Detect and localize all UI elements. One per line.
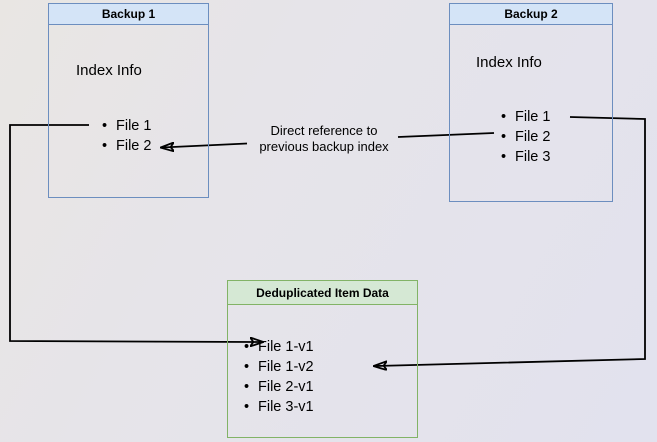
file-item: File 2 — [501, 127, 550, 147]
file-item: File 1-v1 — [244, 337, 314, 357]
file-item: File 3 — [501, 147, 550, 167]
backup2-box: Backup 2 Index Info File 1File 2File 3 — [449, 3, 613, 202]
backup2-title: Backup 2 — [504, 7, 558, 21]
backup1-title: Backup 1 — [101, 7, 156, 21]
backup2-header: Backup 2 — [450, 4, 612, 25]
file-item: File 2-v1 — [244, 377, 314, 397]
file-item: File 2 — [102, 136, 151, 156]
backup1-header: Backup 1 — [49, 4, 208, 25]
file-item: File 3-v1 — [244, 397, 314, 417]
dedup-header: Deduplicated Item Data — [228, 281, 417, 305]
file-item: File 1 — [102, 116, 151, 136]
backup1-file-list: File 1File 2 — [102, 116, 151, 156]
deduplicated-item-data-box: Deduplicated Item Data File 1-v1File 1-v… — [227, 280, 418, 438]
direct-reference-annotation: Direct reference to previous backup inde… — [234, 123, 414, 155]
backup1-index-info-label: Index Info — [76, 62, 142, 79]
dedup-file-list: File 1-v1File 1-v2File 2-v1File 3-v1 — [244, 337, 314, 417]
annotation-line1: Direct reference to — [270, 123, 378, 138]
backup2-file-list: File 1File 2File 3 — [501, 107, 550, 167]
backup1-box: Backup 1 Index Info File 1File 2 — [48, 3, 209, 198]
annotation-line2: previous backup index — [259, 139, 389, 154]
file-item: File 1 — [501, 107, 550, 127]
backup2-index-info-label: Index Info — [476, 54, 542, 71]
dedup-title: Deduplicated Item Data — [256, 285, 389, 300]
file-item: File 1-v2 — [244, 357, 314, 377]
